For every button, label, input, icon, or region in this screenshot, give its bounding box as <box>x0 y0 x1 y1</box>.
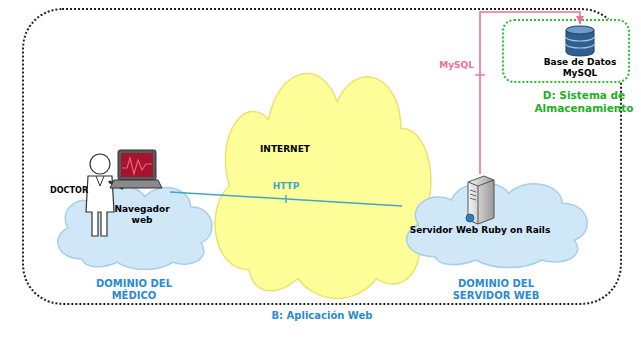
text-slot: MySQL <box>430 60 474 71</box>
doctor-body <box>86 176 114 236</box>
storage-title: D: Sistema de Almacenamiento <box>530 89 638 114</box>
laptop-screen <box>118 150 156 180</box>
connector <box>480 12 580 174</box>
text-slot: INTERNET <box>260 144 340 155</box>
internet-cloud: INTERNET <box>200 40 445 305</box>
server-domain-cloud: DOMINIO DEL SERVIDOR WEB Servidor Web Ru… <box>394 170 599 270</box>
text-slot: DOMINIO DEL SERVIDOR WEB <box>440 278 552 302</box>
database-label: Base de Datos MySQL <box>539 57 621 79</box>
cloud-title: INTERNET <box>260 144 340 155</box>
cloud-outline <box>200 40 445 305</box>
database-icon <box>539 24 621 58</box>
text-slot: Navegador web <box>114 204 170 226</box>
doctor-head <box>90 154 110 174</box>
laptop-signal <box>122 158 152 174</box>
actor-label: DOCTOR <box>50 186 90 196</box>
text-slot: HTTP <box>256 181 316 192</box>
connector-tick <box>475 74 485 75</box>
storage-system: D: Sistema de Almacenamiento Base de Dat… <box>502 19 630 83</box>
region-title: B: Aplicación Web <box>22 310 622 322</box>
domain-title: DOMINIO DEL SERVIDOR WEB <box>440 278 552 302</box>
laptop-display <box>121 153 153 177</box>
doctor-domain-cloud: DOMINIO DEL MÉDICO DOCTORNavegador web <box>47 174 222 272</box>
server-label: Servidor Web Ruby on Rails <box>402 225 558 236</box>
server-globe <box>466 214 474 222</box>
mysql-database: Base de Datos MySQL <box>539 24 621 82</box>
database-bands <box>566 37 594 48</box>
text-slot: D: Sistema de Almacenamiento <box>530 89 638 114</box>
doctor-collar <box>96 176 104 186</box>
connector-tick <box>285 195 286 203</box>
doctor-browser: DOCTOR Navegador web <box>50 142 170 242</box>
database-top <box>566 26 594 34</box>
server-slots <box>470 190 476 200</box>
cloud-shape <box>58 186 212 269</box>
connector <box>170 192 402 206</box>
web-server: Servidor Web Ruby on Rails <box>402 174 558 238</box>
text-slot: Base de Datos MySQL <box>539 57 621 79</box>
cloud-outline <box>394 170 599 270</box>
laptop-base <box>110 180 162 188</box>
protocol-label: HTTP <box>256 181 316 192</box>
text-slot: B: Aplicación Web <box>22 310 622 322</box>
text-slot: DOMINIO DEL MÉDICO <box>89 278 179 302</box>
text-slot: DOCTOR <box>50 186 90 196</box>
browser-label: Navegador web <box>114 204 170 226</box>
text-slot: Servidor Web Ruby on Rails <box>402 225 558 236</box>
cloud-shape <box>215 74 431 299</box>
application-region: B: Aplicación WebDOMINIO DEL MÉDICO DOCT… <box>22 8 622 305</box>
domain-title: DOMINIO DEL MÉDICO <box>89 278 179 302</box>
protocol-label: MySQL <box>430 60 474 71</box>
